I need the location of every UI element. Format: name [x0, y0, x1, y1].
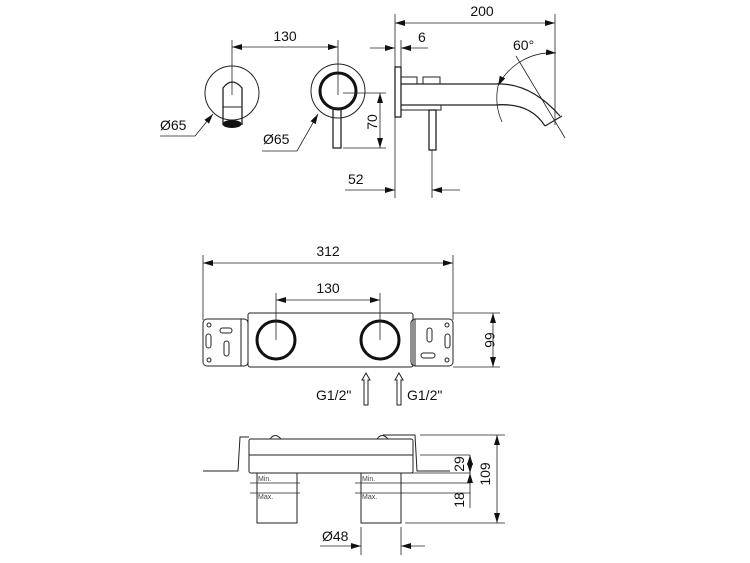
inlet-right-label: G1/2"	[407, 387, 442, 403]
dim-29: 29	[451, 456, 467, 472]
dim-18: 18	[451, 492, 467, 508]
front-view: 312 130 66 G1/2" G1/2"	[202, 243, 500, 406]
max-label-left: Max.	[258, 494, 273, 501]
inlet-arrow-left	[361, 371, 371, 406]
mixer-plate-diameter: Ø65	[263, 131, 290, 147]
spout-plate-diameter: Ø65	[160, 117, 187, 133]
min-label-left: Min.	[258, 476, 271, 483]
height-dim: 66	[482, 332, 498, 348]
dim-109: 109	[477, 462, 493, 486]
spout-plate-view: Ø65	[160, 40, 260, 137]
max-label-right: Max.	[362, 494, 377, 501]
plate-thickness-dim: 6	[418, 29, 426, 45]
inlet-arrow-right	[394, 371, 404, 406]
front-center-distance: 130	[316, 280, 340, 296]
side-view: 60° 200 6 52	[345, 3, 566, 198]
mixer-plate-view: 70 Ø65 130	[232, 28, 386, 152]
inlet-left-label: G1/2"	[316, 387, 351, 403]
top-center-distance: 130	[273, 28, 297, 44]
handle-offset-dim: 52	[348, 171, 364, 187]
bottom-view: Min. Max. Min. Max. 29 18 109 Ø48	[203, 434, 505, 555]
handle-height-dim: 70	[364, 114, 380, 130]
min-label-right: Min.	[362, 476, 375, 483]
spout-angle: 60°	[513, 37, 534, 53]
diameter-48: Ø48	[322, 528, 349, 544]
overall-width-dim: 312	[316, 243, 340, 259]
projection-dim: 200	[470, 3, 494, 19]
